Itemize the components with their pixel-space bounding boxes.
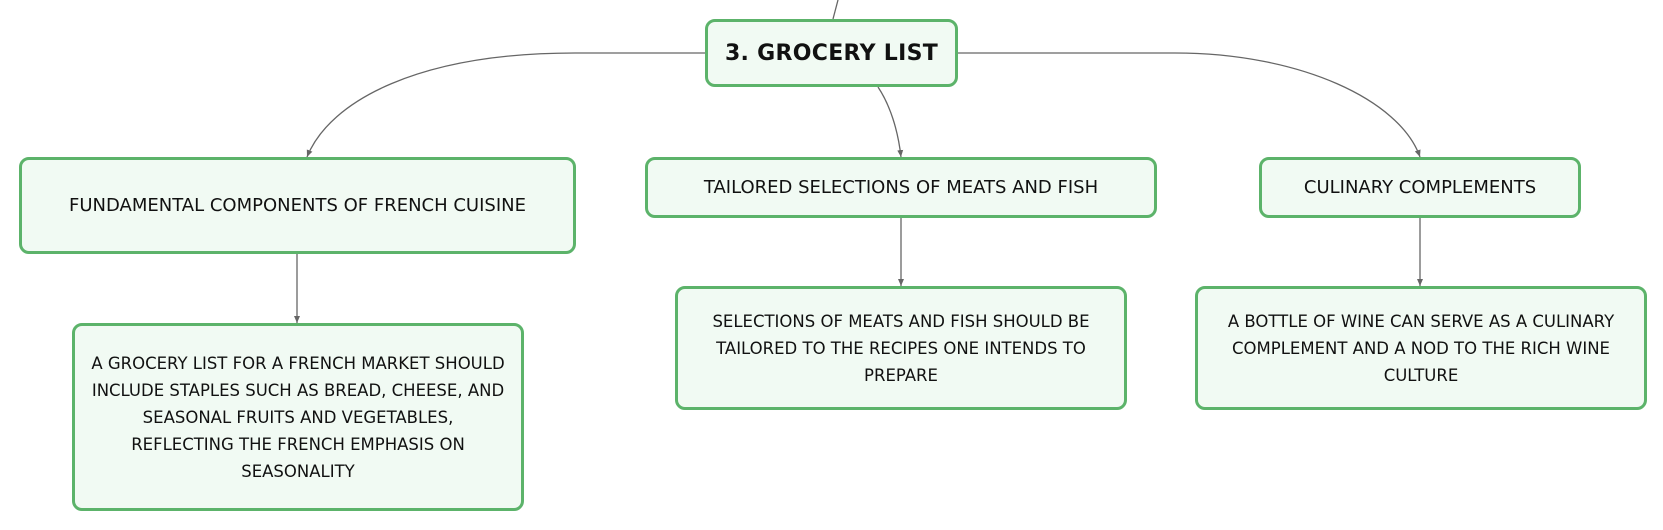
- detail-node-text: A GROCERY LIST FOR A FRENCH MARKET SHOUL…: [91, 353, 505, 481]
- connector-root-to-branch-2: [877, 86, 904, 158]
- detail-node-meats-and-fish[interactable]: SELECTIONS OF MEATS AND FISH SHOULD BE T…: [675, 286, 1127, 410]
- branch-node-label: TAILORED SELECTIONS OF MEATS AND FISH: [703, 177, 1099, 198]
- branch-node-label: FUNDAMENTAL COMPONENTS OF FRENCH CUISINE: [68, 195, 526, 216]
- connector-root-to-branch-1: [306, 52, 705, 158]
- detail-node-text: A BOTTLE OF WINE CAN SERVE AS A CULINARY…: [1227, 311, 1615, 385]
- connector-parent-to-root: [832, 0, 839, 20]
- root-node-label: 3. GROCERY LIST: [724, 40, 939, 66]
- root-node[interactable]: 3. GROCERY LIST: [705, 19, 958, 87]
- connector-root-to-branch-3: [958, 52, 1421, 158]
- detail-node-text: SELECTIONS OF MEATS AND FISH SHOULD BE T…: [712, 311, 1090, 385]
- branch-node-fundamental-components[interactable]: FUNDAMENTAL COMPONENTS OF FRENCH CUISINE: [19, 157, 576, 254]
- detail-node-grocery-staples[interactable]: A GROCERY LIST FOR A FRENCH MARKET SHOUL…: [72, 323, 524, 511]
- branch-node-meats-and-fish[interactable]: TAILORED SELECTIONS OF MEATS AND FISH: [645, 157, 1157, 218]
- branch-node-culinary-complements[interactable]: CULINARY COMPLEMENTS: [1259, 157, 1581, 218]
- branch-node-label: CULINARY COMPLEMENTS: [1303, 177, 1537, 198]
- detail-node-wine[interactable]: A BOTTLE OF WINE CAN SERVE AS A CULINARY…: [1195, 286, 1647, 410]
